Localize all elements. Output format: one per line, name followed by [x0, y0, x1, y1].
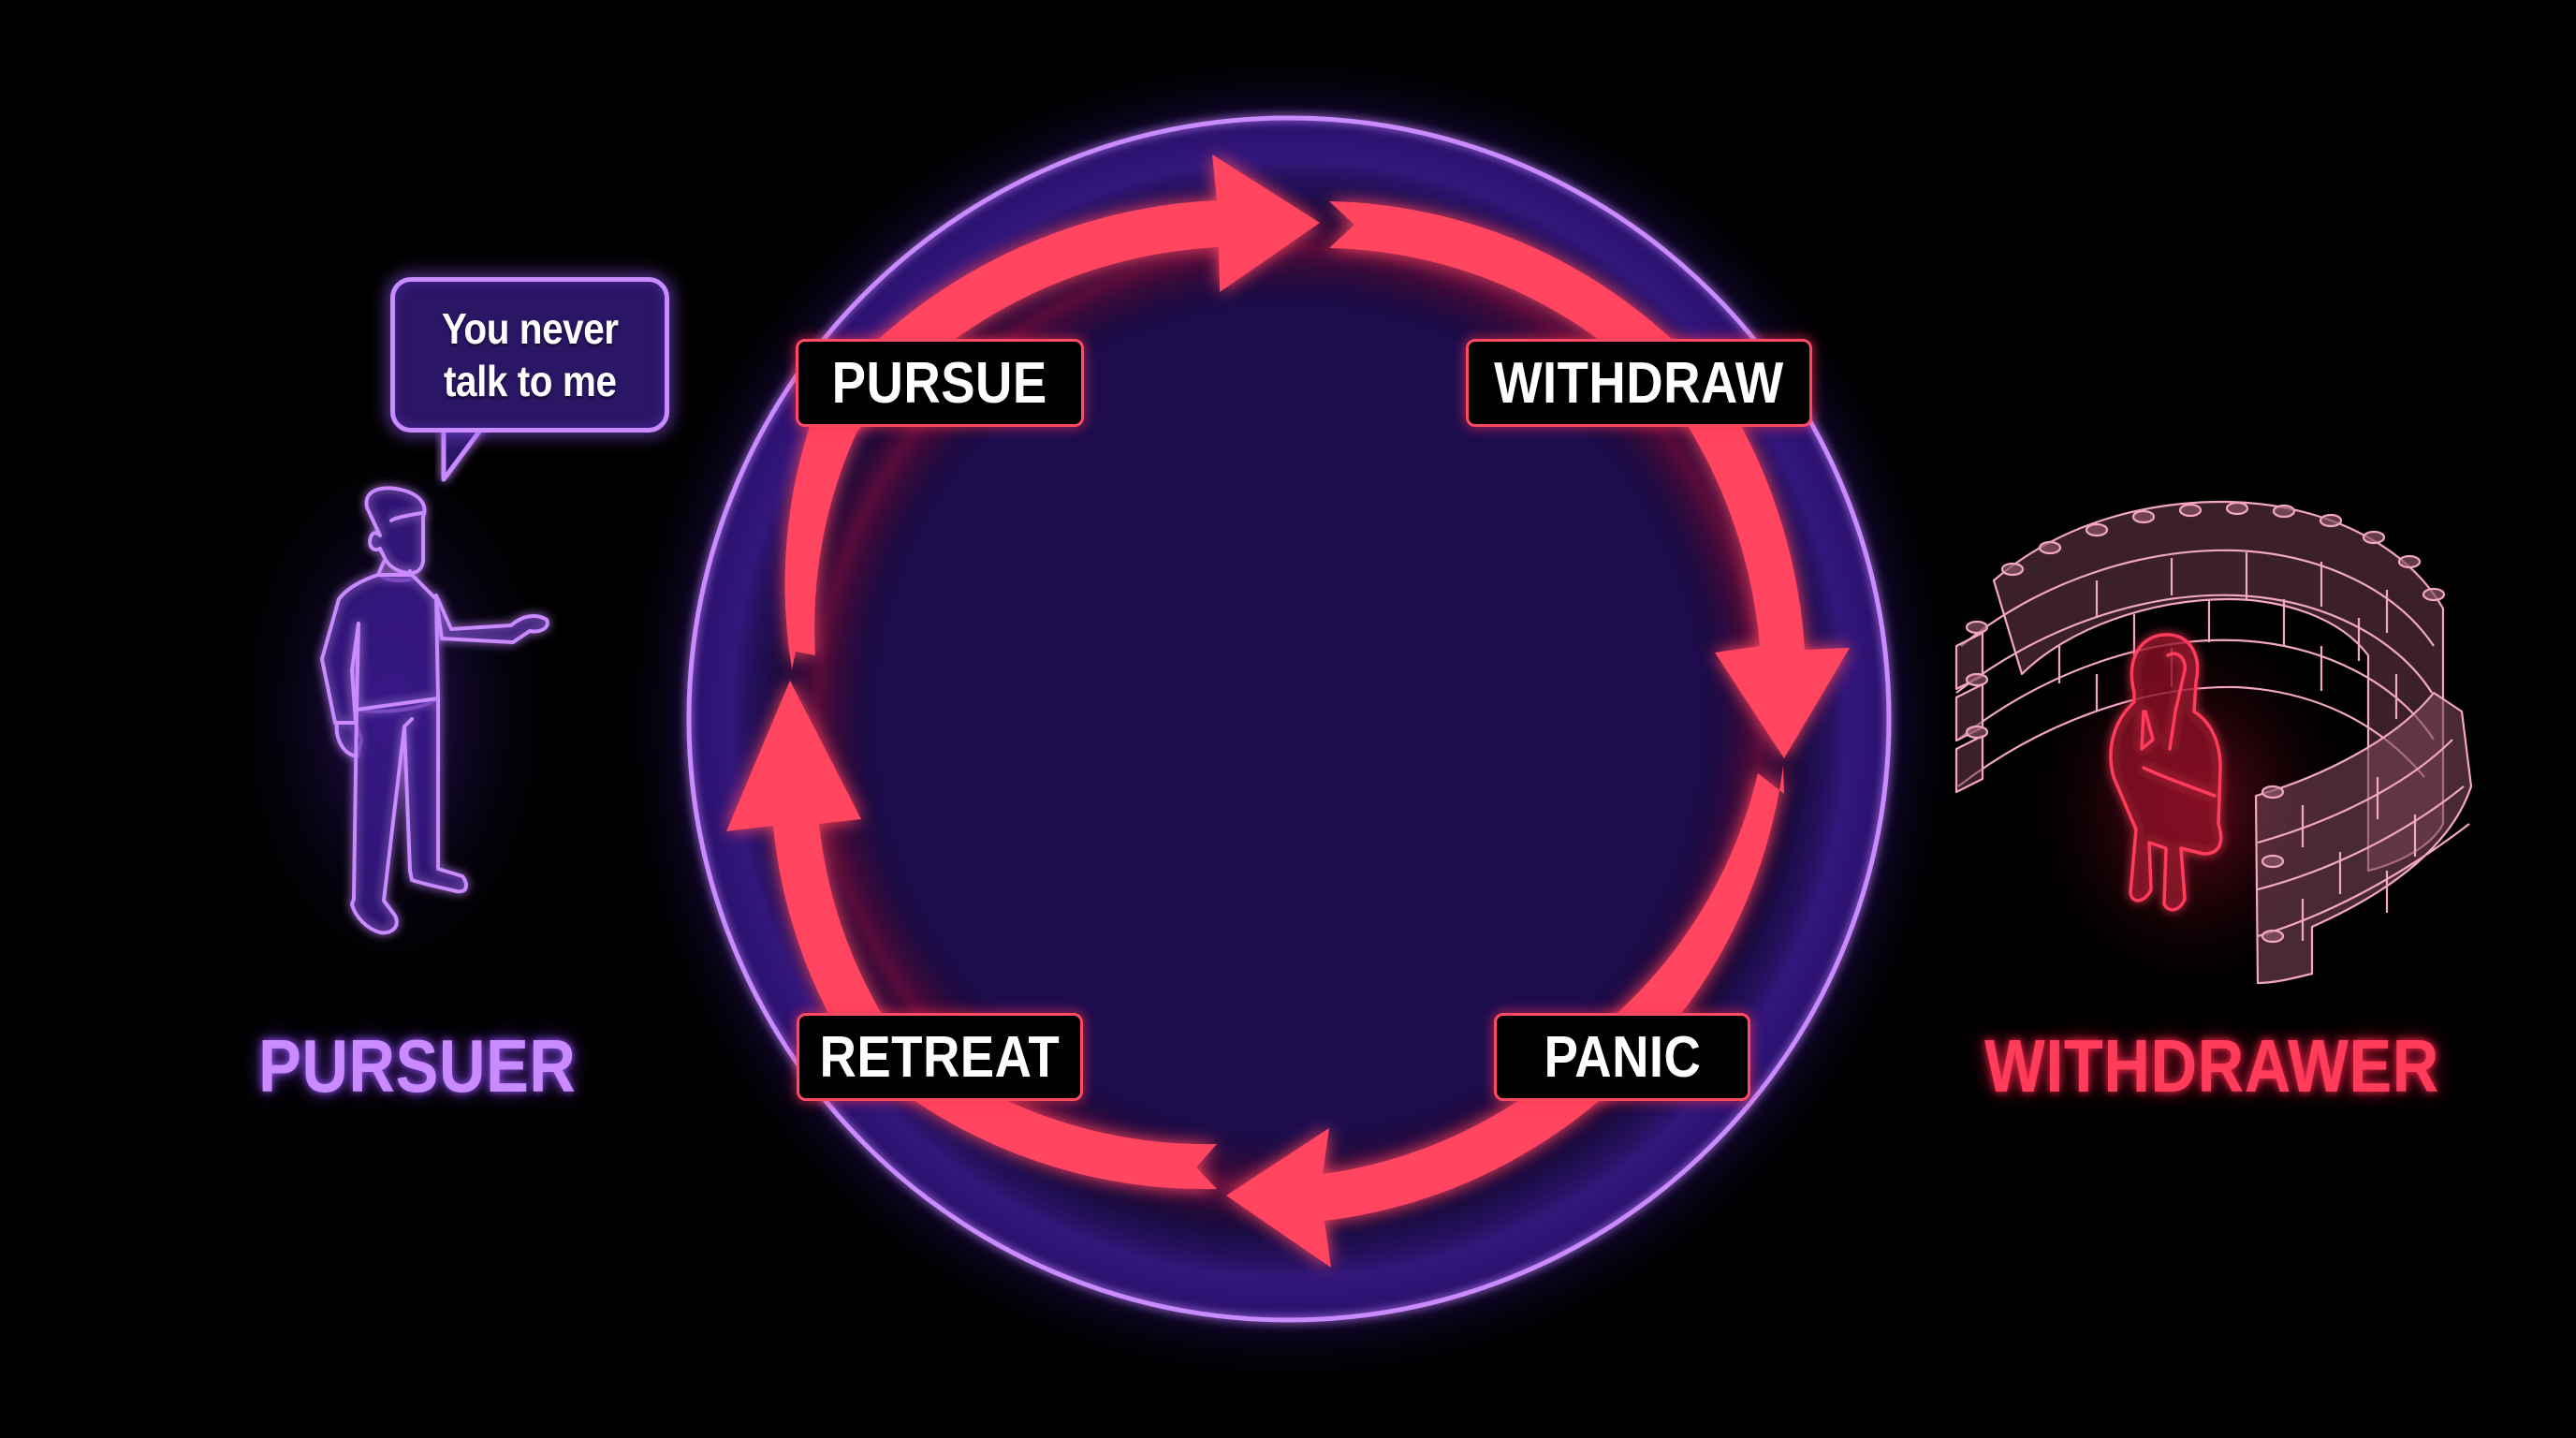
stage-label-panic-text: PANIC — [1544, 1024, 1701, 1090]
stage-label-retreat-text: RETREAT — [819, 1024, 1061, 1090]
stage-label-panic: PANIC — [1494, 1013, 1750, 1101]
withdrawer-group — [1954, 500, 2473, 1011]
role-label-withdrawer: WITHDRAWER — [1984, 1023, 2513, 1109]
stage-label-withdraw-text: WITHDRAW — [1494, 350, 1784, 416]
arrow-withdraw-to-panic-icon — [1685, 393, 1850, 758]
stage-label-pursue: PURSUE — [796, 339, 1084, 427]
role-label-withdrawer-text: WITHDRAWER — [1984, 1024, 2439, 1108]
speech-bubble-text: You never talk to me — [441, 304, 619, 405]
pursuer-figure-icon — [215, 412, 571, 1011]
arrow-retreat-to-pursue-icon — [726, 681, 885, 1047]
speech-bubble-tail — [441, 419, 490, 482]
cycle-arrows — [726, 154, 1850, 1268]
arrow-pursue-to-withdraw-icon — [817, 154, 1320, 433]
stage-label-pursue-text: PURSUE — [831, 350, 1048, 416]
brick-wall-icon — [1954, 500, 2473, 985]
role-label-pursuer: PURSUER — [258, 1023, 628, 1109]
stage-label-withdraw: WITHDRAW — [1466, 339, 1812, 427]
arrow-panic-to-retreat-icon — [1226, 1011, 1652, 1268]
role-label-pursuer-text: PURSUER — [258, 1024, 577, 1108]
withdrawer-figure-icon — [2109, 633, 2223, 912]
speech-bubble: You never talk to me — [390, 277, 669, 433]
stage-label-retreat: RETREAT — [797, 1013, 1083, 1101]
